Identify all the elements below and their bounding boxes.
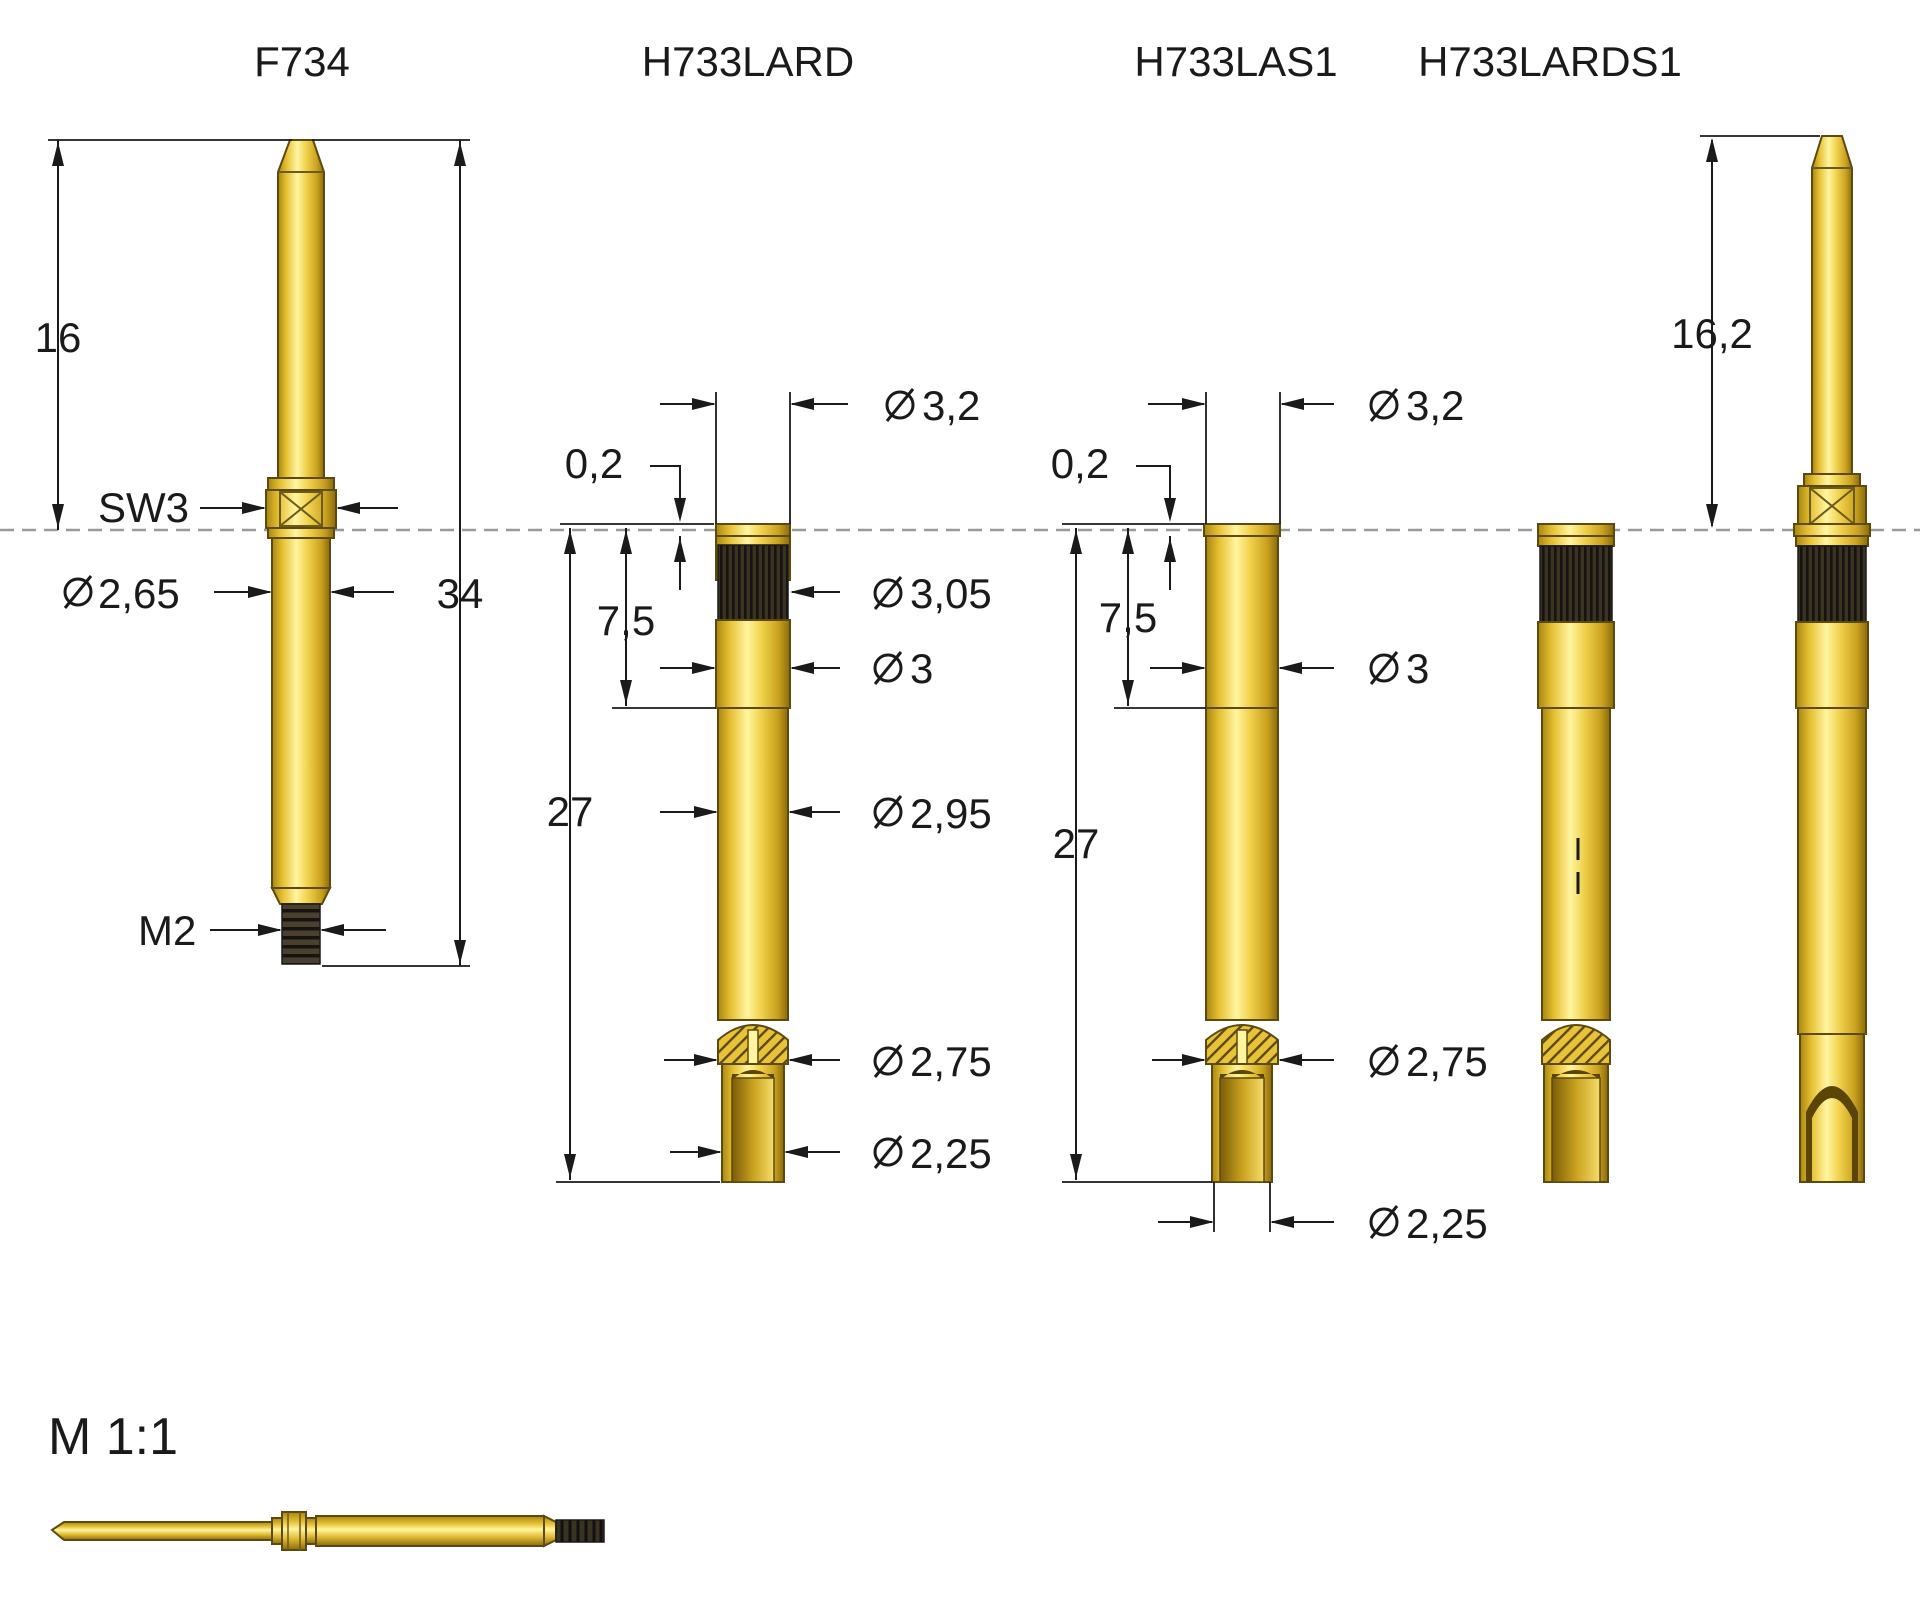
dim-h733las1-02: 0,2 <box>1051 440 1109 487</box>
dim-h733lard-d305: 3,05 <box>910 570 992 617</box>
dim-h733lards1-162: 16,2 <box>1671 310 1753 357</box>
title-f734: F734 <box>254 38 350 85</box>
h733lards1-receptacle <box>1537 523 1615 1183</box>
title-h733lard: H733LARD <box>642 38 854 85</box>
dim-h733las1-d32: 3,2 <box>1406 382 1464 429</box>
diameter-icon <box>873 1134 903 1170</box>
dim-h733las1-d3: 3 <box>1406 645 1429 692</box>
h733lard-dimensions: 3,2 0,2 7,5 27 3,05 3 2,95 <box>547 382 992 1183</box>
dim-h733lard-75: 7,5 <box>597 597 655 644</box>
sw3-flats-cross <box>279 491 323 527</box>
dim-f734-m2: M2 <box>138 907 196 954</box>
dim-f734-sw3: SW3 <box>98 484 189 531</box>
h733las1-receptacle <box>1203 523 1281 1183</box>
dim-h733lard-d275: 2,75 <box>910 1038 992 1085</box>
dim-f734-34: 34 <box>437 570 484 617</box>
scale-label: M 1:1 <box>48 1408 178 1466</box>
diameter-icon <box>1369 1204 1399 1240</box>
diameter-icon <box>885 387 915 423</box>
title-h733las1: H733LAS1 <box>1134 38 1337 85</box>
diameter-icon <box>873 650 903 686</box>
diameter-icon <box>1369 1043 1399 1079</box>
diameter-icon <box>873 575 903 611</box>
dim-h733lard-d3: 3 <box>910 645 933 692</box>
f734-dimensions: 16 34 SW3 2,65 M2 <box>35 139 484 967</box>
dim-h733las1-27: 27 <box>1053 820 1100 867</box>
dim-f734-16: 16 <box>35 314 82 361</box>
dim-h733las1-d275: 2,75 <box>1406 1038 1488 1085</box>
dim-h733lard-d295: 2,95 <box>910 790 992 837</box>
h733las1-dimensions: 3,2 0,2 7,5 27 3 2,75 <box>1051 382 1488 1247</box>
h733lards1-dimensions: 16,2 <box>1671 135 1820 528</box>
diameter-icon <box>63 574 93 610</box>
diameter-icon <box>1369 650 1399 686</box>
diameter-icon <box>1369 387 1399 423</box>
dim-h733lard-d225: 2,25 <box>910 1130 992 1177</box>
dim-h733lard-d32: 3,2 <box>922 382 980 429</box>
h733lards1-assembled-probe <box>1793 135 1871 1183</box>
dim-h733lard-02: 0,2 <box>565 440 623 487</box>
diameter-icon <box>873 1043 903 1079</box>
f734-plunger <box>265 139 337 965</box>
dim-h733lard-27: 27 <box>547 788 594 835</box>
dim-f734-d265: 2,65 <box>98 570 180 617</box>
f734-scale-view <box>50 1511 605 1551</box>
h733lard-receptacle <box>715 523 791 1183</box>
diameter-icon <box>873 794 903 830</box>
title-h733lards1: H733LARDS1 <box>1418 38 1682 85</box>
dim-h733las1-75: 7,5 <box>1099 594 1157 641</box>
dim-h733las1-d225: 2,25 <box>1406 1200 1488 1247</box>
